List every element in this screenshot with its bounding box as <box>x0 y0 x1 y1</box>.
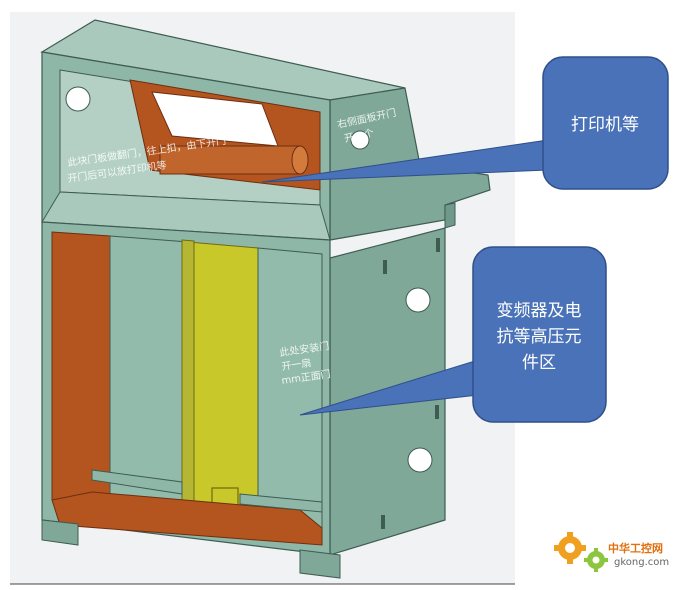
yellow-door-panel <box>187 241 259 531</box>
lower-back-right <box>257 247 323 529</box>
inverter-callout-line-3: 件区 <box>522 353 556 373</box>
panel-note-mid-front-2: 开一扇 <box>281 356 313 373</box>
logo-brand-cn: 中华工控网 <box>608 541 663 555</box>
printer-callout <box>542 56 669 190</box>
printer-body <box>159 145 301 175</box>
base-rail-right <box>239 493 323 513</box>
porthole-side-mid <box>405 287 431 313</box>
side-slot-3 <box>435 405 439 419</box>
lower-back-left <box>109 235 189 513</box>
foot-right <box>299 549 341 579</box>
porthole-top-left <box>65 86 91 112</box>
center-divider <box>181 239 195 531</box>
porthole-side-low <box>407 447 433 473</box>
lower-left-wall <box>51 231 111 506</box>
foot-left <box>41 519 79 546</box>
side-slot-1 <box>383 260 387 274</box>
printer-roll-end <box>291 145 309 175</box>
gkong-logo: 中华工控网 gkong.com <box>554 532 669 572</box>
porthole-side-top <box>350 130 370 150</box>
side-slot-2 <box>436 238 440 252</box>
inverter-callout-line-1: 变频器及电 <box>497 301 582 321</box>
inverter-callout-line-2: 抗等高压元 <box>497 327 582 347</box>
inverter-callout <box>472 246 607 423</box>
printer-callout-label: 打印机等 <box>571 115 639 135</box>
cabinet-side-step <box>444 202 456 229</box>
small-gear-icon <box>584 548 608 572</box>
side-slot-4 <box>381 515 385 529</box>
logo-brand-url: gkong.com <box>614 557 669 568</box>
gear-icon <box>554 532 586 564</box>
base-rail-left <box>91 469 183 495</box>
